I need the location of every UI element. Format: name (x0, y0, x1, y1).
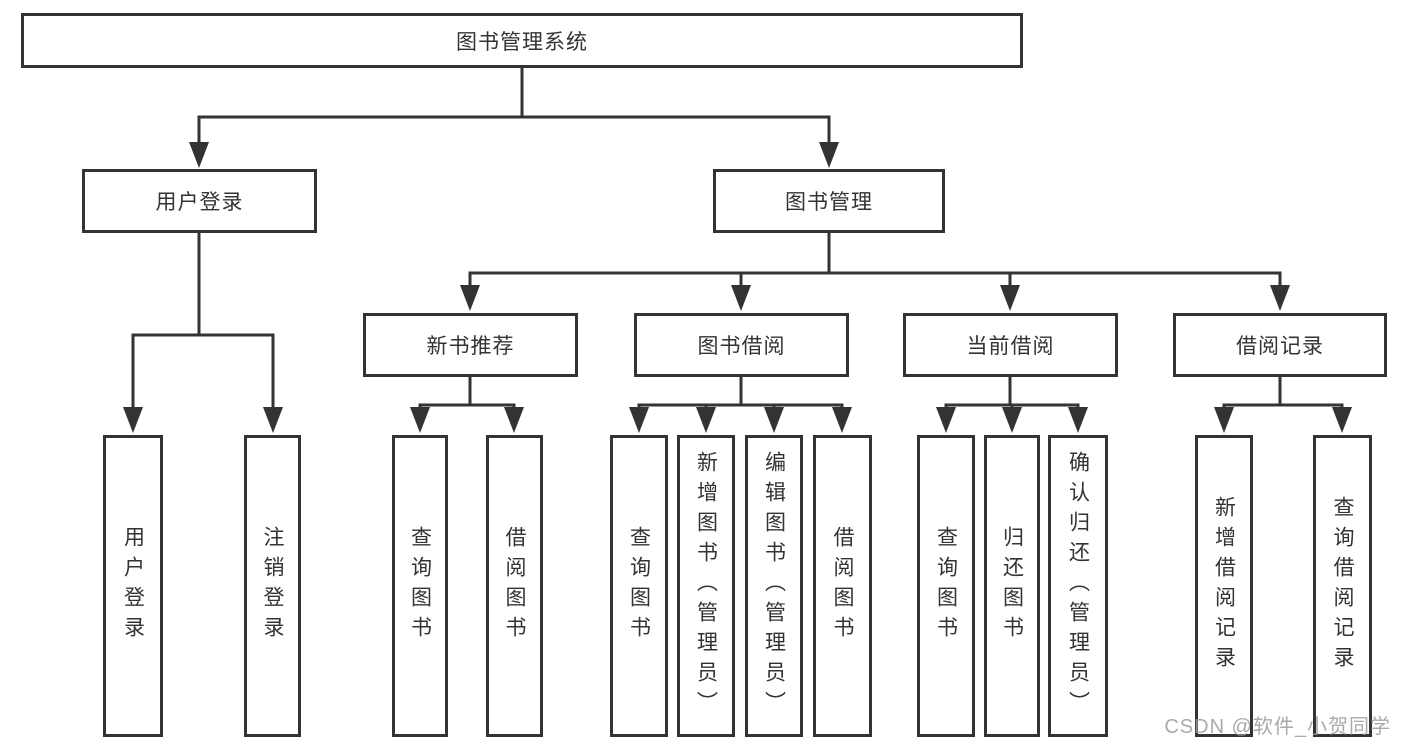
node-label: 图书借阅 (697, 335, 786, 358)
node-label: 查询图书 (408, 526, 432, 646)
node-user-login: 用户登录 (82, 169, 317, 233)
node-leaf-borrow-books-2: 借阅图书 (813, 435, 872, 737)
node-label: 查询图书 (627, 526, 651, 646)
node-label: 用户登录 (155, 191, 244, 214)
node-label: 注销登录 (261, 526, 284, 646)
node-leaf-return-book: 归还图书 (984, 435, 1040, 737)
node-book-management: 图书管理 (713, 169, 945, 233)
node-leaf-add-borrow-record: 新增借阅记录 (1195, 435, 1253, 737)
node-label: 查询借阅记录 (1331, 496, 1354, 676)
node-leaf-query-books-3: 查询图书 (917, 435, 975, 737)
node-label: 当前借阅 (966, 335, 1055, 358)
node-label: 查询图书 (934, 526, 958, 646)
node-leaf-query-books-1: 查询图书 (392, 435, 448, 737)
node-leaf-query-books-2: 查询图书 (610, 435, 668, 737)
node-book-borrowing: 图书借阅 (634, 313, 849, 377)
node-leaf-query-borrow-record: 查询借阅记录 (1313, 435, 1372, 737)
node-label: 新增图书（管理员） (694, 451, 718, 721)
node-label: 借阅图书 (831, 526, 854, 646)
node-label: 编辑图书（管理员） (762, 451, 786, 721)
node-label: 确认归还（管理员） (1066, 451, 1090, 721)
node-library-management-system: 图书管理系统 (21, 13, 1023, 68)
node-label: 新增借阅记录 (1212, 496, 1236, 676)
node-leaf-edit-book-admin: 编辑图书（管理员） (745, 435, 803, 737)
node-label: 新书推荐 (426, 335, 515, 358)
node-label: 图书管理系统 (456, 30, 588, 54)
node-leaf-user-login: 用户登录 (103, 435, 163, 737)
node-leaf-borrow-books-1: 借阅图书 (486, 435, 543, 737)
node-leaf-logout: 注销登录 (244, 435, 301, 737)
node-current-borrowing: 当前借阅 (903, 313, 1118, 377)
node-leaf-add-book-admin: 新增图书（管理员） (677, 435, 735, 737)
csdn-watermark: CSDN @软件_小贺同学 (1164, 716, 1391, 738)
node-label: 归还图书 (1000, 526, 1024, 646)
node-label: 借阅图书 (503, 526, 526, 646)
node-label: 借阅记录 (1236, 335, 1324, 358)
node-label: 用户登录 (121, 526, 145, 646)
node-label: 图书管理 (785, 191, 873, 214)
node-leaf-confirm-return-admin: 确认归还（管理员） (1048, 435, 1108, 737)
node-borrowing-records: 借阅记录 (1173, 313, 1387, 377)
node-new-book-recommendation: 新书推荐 (363, 313, 578, 377)
